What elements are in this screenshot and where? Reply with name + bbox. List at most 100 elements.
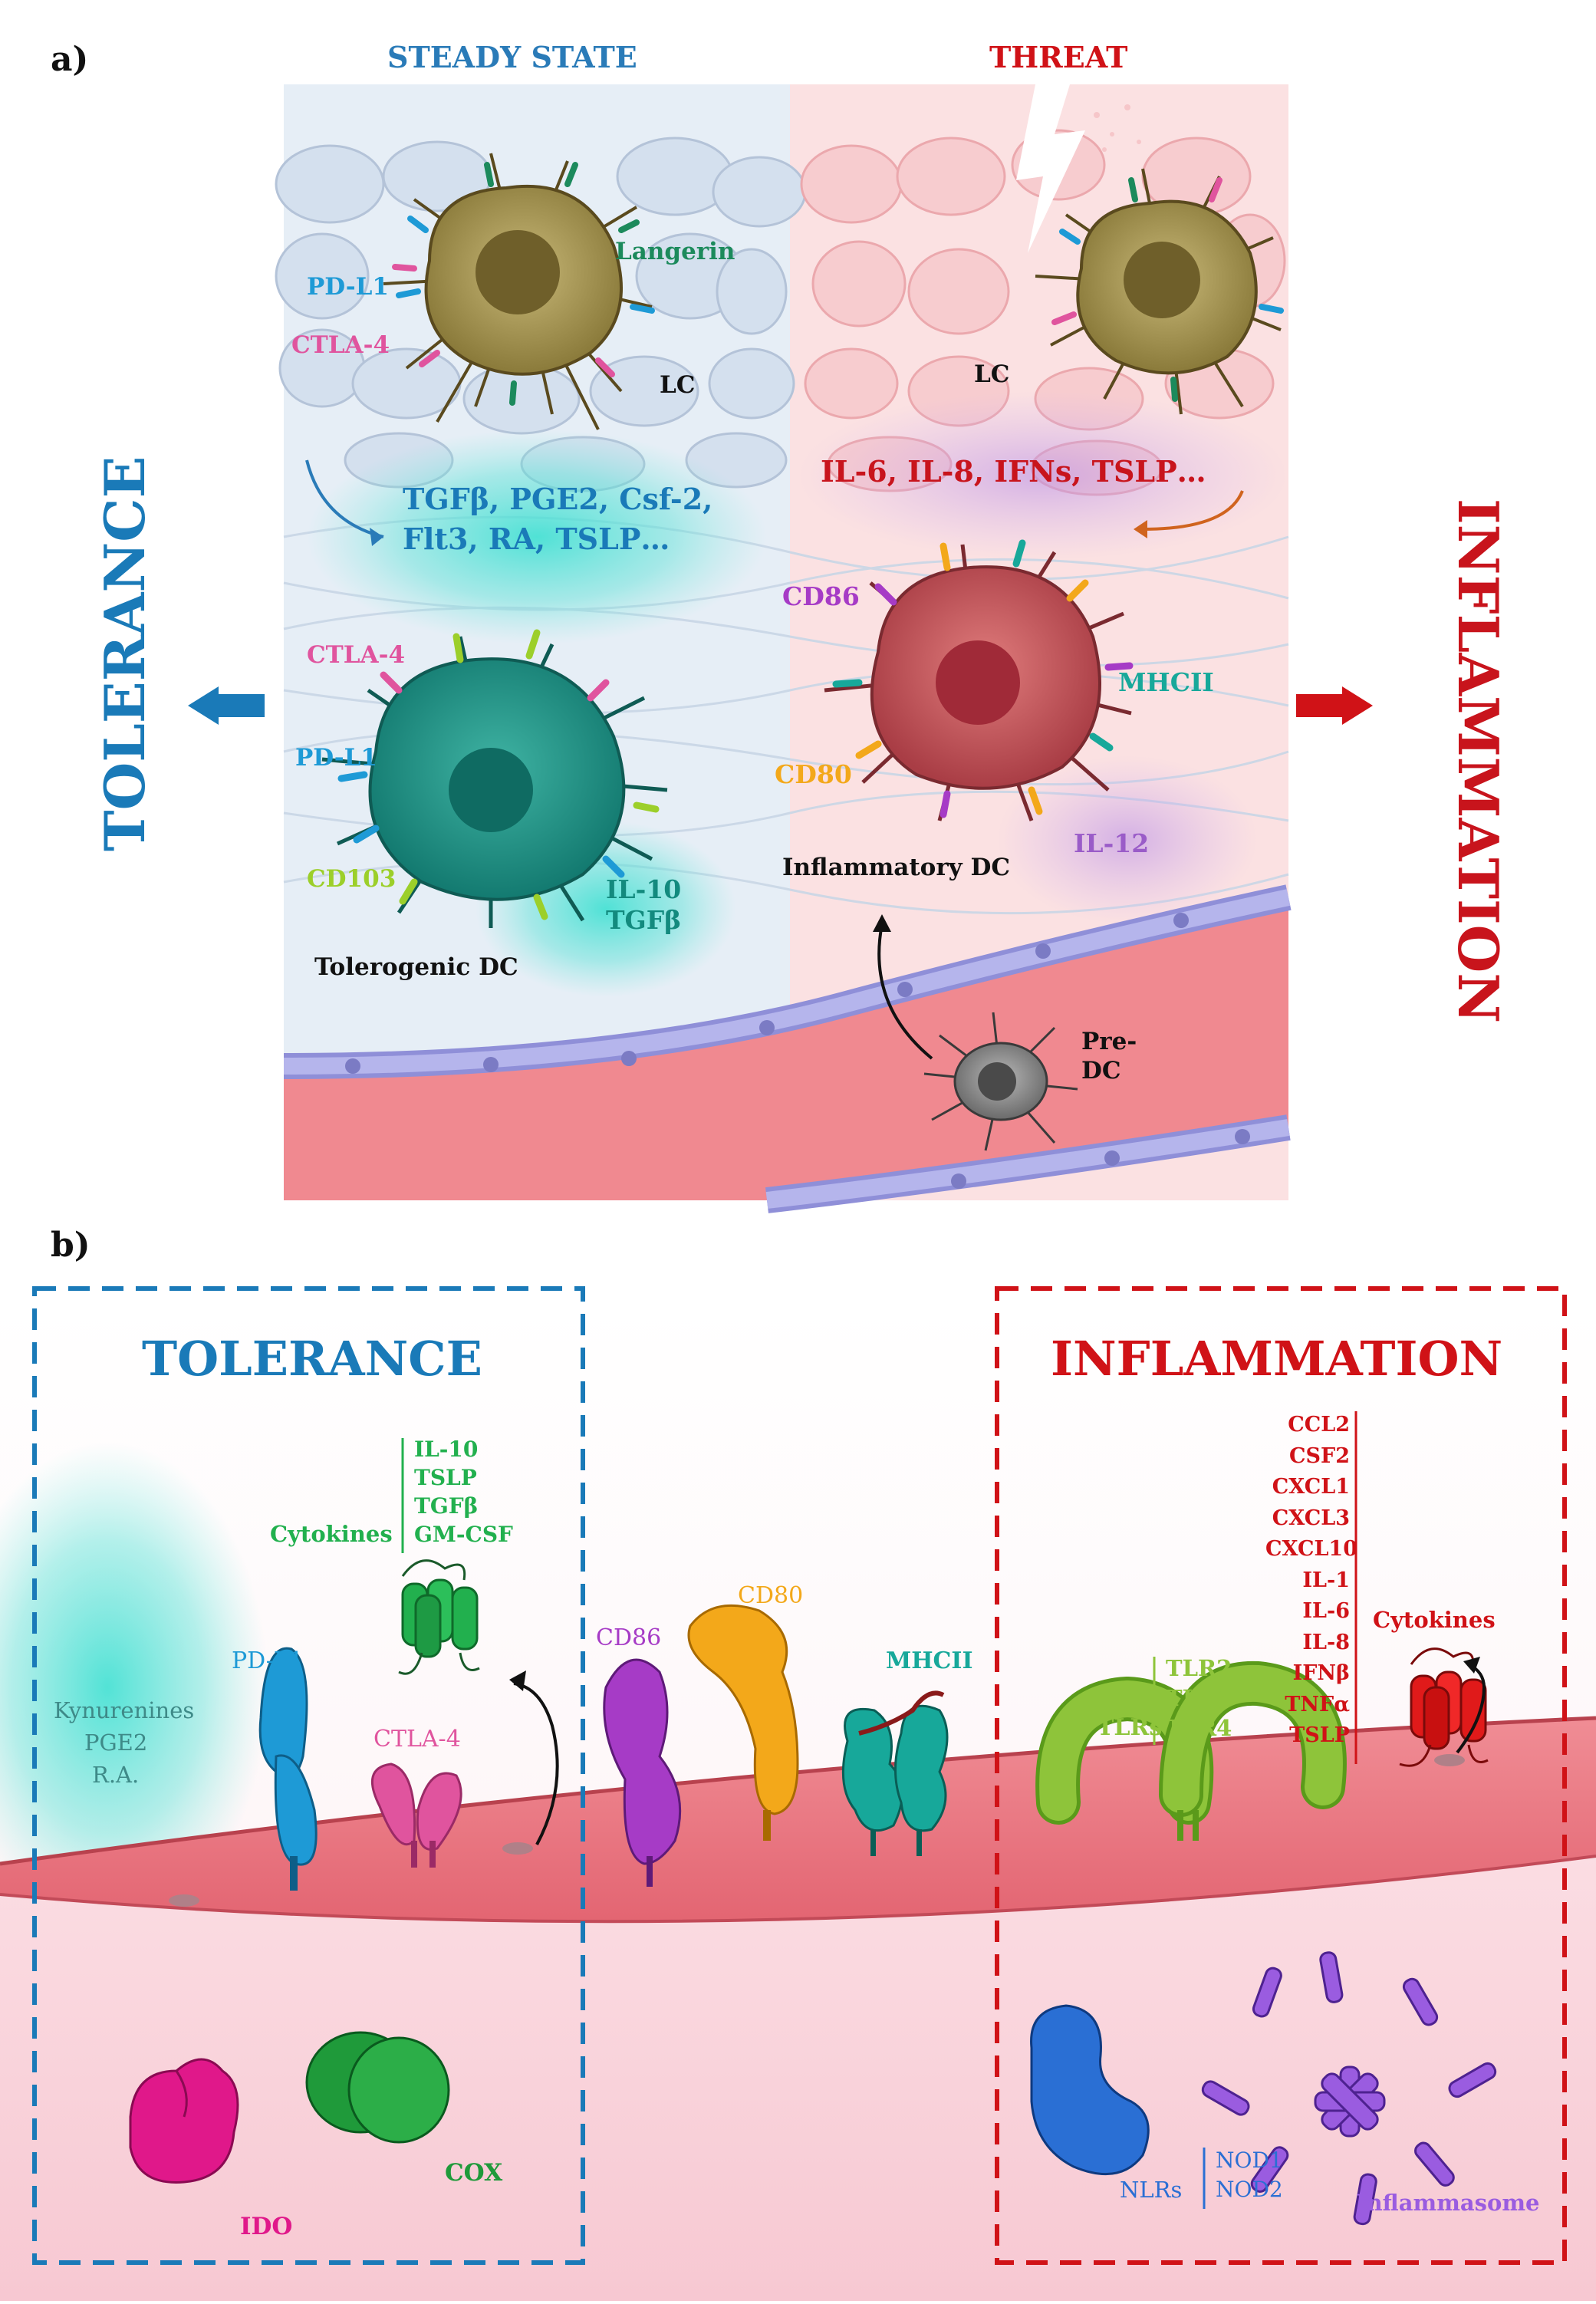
- lc-left-pd-l1: PD-L1: [307, 273, 390, 301]
- tolerance-cytokine-icon: [398, 1559, 480, 1675]
- cd80-receptor-icon: [687, 1604, 799, 1841]
- tolerance-cytokine-gm-csf: GM-CSF: [414, 1522, 513, 1547]
- pre-dc-line-2: DC: [1081, 1057, 1121, 1085]
- steady-state-heading: STEADY STATE: [387, 40, 637, 74]
- tlrs-label: TLRs: [1097, 1714, 1163, 1741]
- lc-cell-icon-right: [1035, 168, 1284, 415]
- lc-left-langerin: Langerin: [615, 238, 735, 265]
- cytokine-csf2: CSF2: [1289, 1443, 1350, 1468]
- lc-left-name: LC: [660, 371, 696, 399]
- tlr-receptor-icon: [1035, 1661, 1347, 1841]
- panel-b-label: b): [51, 1226, 90, 1265]
- inflammasome-icon: [1201, 1951, 1497, 2226]
- cytokine-cxcl10: CXCL10: [1265, 1537, 1358, 1561]
- cytokine-ifnb: IFNβ: [1292, 1661, 1350, 1685]
- cytokine-cxcl3: CXCL3: [1272, 1506, 1350, 1530]
- cytokine-cxcl1: CXCL1: [1272, 1475, 1350, 1499]
- receptor-cd80-label: CD80: [738, 1582, 804, 1609]
- tol-dc-ctla-4: CTLA-4: [307, 641, 406, 669]
- metabolite-ra: R.A.: [92, 1762, 140, 1788]
- cytokine-tslp: TSLP: [1289, 1723, 1350, 1747]
- lightning-bolt-icon: [1016, 84, 1085, 253]
- pd-l1-receptor-icon: [258, 1647, 318, 1891]
- cytoplasm: [0, 1856, 1596, 2301]
- panel-a-label: a): [51, 40, 89, 79]
- lc-cell-icon-left: [383, 153, 655, 430]
- inf-dc-cd80: CD80: [775, 759, 852, 789]
- tolerance-cytokine-il-10: IL-10: [414, 1437, 479, 1462]
- inflammatory-dc-name: Inflammatory DC: [782, 854, 1011, 881]
- inflammatory-signal-glow: [798, 391, 1288, 560]
- receptor-pd-l1-label: PD-L1: [232, 1647, 304, 1674]
- inflammation-cytokines-label: Cytokines: [1373, 1607, 1496, 1633]
- cox-enzyme-icon: [305, 2031, 450, 2144]
- receptor-mhcii-label: MHCII: [886, 1647, 973, 1674]
- ctla-4-receptor-icon: [370, 1763, 462, 1868]
- arrow-left-icon: [188, 686, 265, 725]
- tolerogenic-signal-glow: [307, 430, 767, 644]
- cytokine-ccl2: CCL2: [1288, 1413, 1350, 1437]
- enzyme-cox-label: COX: [445, 2159, 503, 2187]
- tlr2-label: TLR2: [1166, 1655, 1232, 1681]
- lc-left-ctla-4: CTLA-4: [291, 331, 390, 359]
- tol-dc-il-10: IL-10: [606, 874, 682, 904]
- metabolite-kynurenines: Kynurenines: [54, 1697, 195, 1723]
- tolerance-cytokine-tslp: TSLP: [414, 1465, 477, 1490]
- tolerogenic-dc-cell-icon: [321, 629, 668, 928]
- nod1-label: NOD1: [1216, 2148, 1283, 2173]
- lc-right-name: LC: [974, 360, 1010, 388]
- tolerogenic-dc-name: Tolerogenic DC: [314, 953, 518, 981]
- tlr3-label: TLR3: [1166, 1685, 1232, 1711]
- arrow-right-icon: [1296, 686, 1373, 725]
- inflammation-box-title: INFLAMMATION: [1051, 1331, 1503, 1387]
- il12-glow: [997, 755, 1258, 924]
- receptor-cd86-label: CD86: [596, 1624, 662, 1651]
- inflammatory-signals: IL-6, IL-8, IFNs, TSLP…: [821, 454, 1206, 489]
- pre-dc-line-1: Pre-: [1081, 1028, 1137, 1055]
- cytokine-tnfa: TNFα: [1285, 1692, 1350, 1716]
- inflammatory-dc-cell-icon: [824, 539, 1134, 821]
- inf-dc-mhcii: MHCII: [1118, 667, 1214, 697]
- inflammasome-label: Inflammasome: [1356, 2190, 1540, 2216]
- nlr-receptor-icon: [1030, 2004, 1150, 2176]
- inflammation-box: [995, 1286, 1567, 2265]
- cytokine-il-1: IL-1: [1302, 1568, 1350, 1592]
- steady-signal-arrow-icon: [305, 459, 384, 538]
- threat-heading: THREAT: [989, 40, 1128, 74]
- metabolite-pge2: PGE2: [84, 1730, 148, 1756]
- inflammation-secretion-arrow-icon: [1456, 1663, 1486, 1754]
- receptor-ctla-4-label: CTLA-4: [373, 1726, 461, 1753]
- cytokine-il-6: IL-6: [1302, 1599, 1350, 1623]
- ido-enzyme-icon: [129, 2058, 239, 2184]
- enzyme-ido-label: IDO: [240, 2213, 293, 2240]
- tol-dc-pd-l1: PD-L1: [295, 744, 378, 772]
- tolerance-box: [32, 1286, 585, 2265]
- pre-dc-migration-arrow-icon: [877, 923, 933, 1060]
- threat-signal-arrow-icon: [1142, 490, 1244, 531]
- tolerance-box-title: TOLERANCE: [142, 1331, 482, 1387]
- tol-dc-cd103: CD103: [307, 865, 397, 893]
- epithelium-steady: [275, 137, 807, 492]
- inf-dc-cd86: CD86: [782, 581, 860, 611]
- nod2-label: NOD2: [1216, 2177, 1283, 2202]
- cd86-receptor-icon: [603, 1658, 682, 1887]
- inflammation-cytokine-list: CCL2 CSF2 CXCL1 CXCL3 CXCL10 IL-1 IL-6 I…: [1265, 1410, 1358, 1752]
- tolerance-secretion-arrow-icon: [513, 1682, 559, 1845]
- panel-b-illustration: [0, 1286, 1596, 2301]
- inf-dc-il-12: IL-12: [1074, 828, 1150, 858]
- mhcii-receptor-icon: [841, 1690, 949, 1856]
- tolerogenic-signals-line-2: Flt3, RA, TSLP…: [403, 522, 670, 556]
- inflammation-cytokine-icon: [1399, 1647, 1489, 1767]
- tolerance-cytokines-label: Cytokines: [270, 1521, 393, 1547]
- nlrs-label: NLRs: [1120, 2177, 1183, 2203]
- tolerance-cytokine-tgfb: TGFβ: [414, 1493, 479, 1519]
- tolerance-side-label: TOLERANCE: [92, 456, 157, 852]
- inflammation-side-label: INFLAMMATION: [1446, 499, 1511, 1024]
- tlr4-label: TLR4: [1166, 1715, 1232, 1741]
- pre-dc-cell-icon: [923, 1012, 1078, 1151]
- cytokine-il-8: IL-8: [1302, 1630, 1350, 1654]
- panel-a-illustration: [188, 84, 1373, 1213]
- tolerogenic-signals-line-1: TGFβ, PGE2, Csf-2,: [403, 482, 713, 516]
